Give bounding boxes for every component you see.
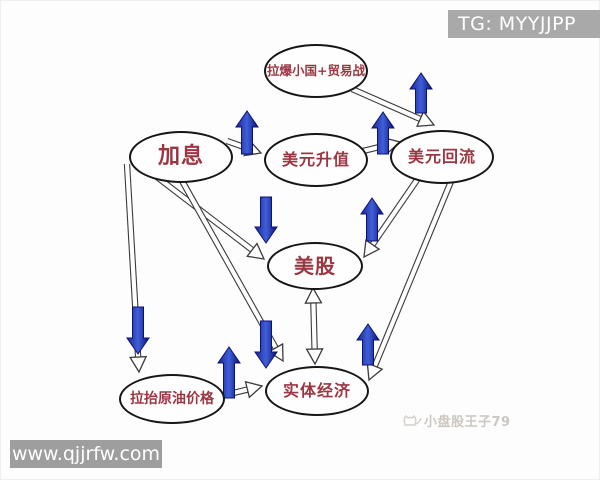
arrow-rate_hike-to-us_stocks [151,171,266,260]
node-usd-appreciation: 美元升值 [264,133,368,187]
tg-badge: TG: MYYJJPP [448,10,600,38]
arrow-boom-to-usd_reflow [350,86,436,128]
brand-watermark: 小盘股王子79 [402,411,511,430]
node-oil-price-push: 拉抬原油价格 [119,374,225,424]
arrow-us_stocks-to-economy [304,286,324,366]
node-real-economy: 实体经济 [265,366,369,416]
node-boom-small-countries-trade-war: 拉爆小国+贸易战 [264,44,368,98]
up-arrow-above-usd-reflow-icon [409,72,433,114]
down-arrow-above-us-stocks-icon [254,196,278,244]
down-arrow-above-oil-price-icon [126,306,150,355]
up-arrow-rate-hike-to-usd-icon [235,110,259,155]
url-watermark: www.qjjrfw.com [10,440,162,468]
up-arrow-right-of-us-stocks-icon [360,197,384,242]
up-arrow-right-of-real-economy-icon [356,323,380,366]
node-us-stocks: 美股 [267,242,363,290]
up-arrow-usd-to-reflow-icon [371,111,395,155]
up-arrow-above-oil-price-icon [217,346,241,399]
node-usd-reflow: 美元回流 [390,130,494,184]
node-rate-hike: 加息 [129,131,233,183]
arrow-usd_reflow-to-economy [366,177,455,382]
down-arrow-above-real-economy-icon [254,320,278,369]
arrow-usd_reflow-to-us_stocks [363,175,422,259]
brand-watermark-text: 小盘股王子79 [424,414,511,430]
mascot-icon [402,413,422,427]
